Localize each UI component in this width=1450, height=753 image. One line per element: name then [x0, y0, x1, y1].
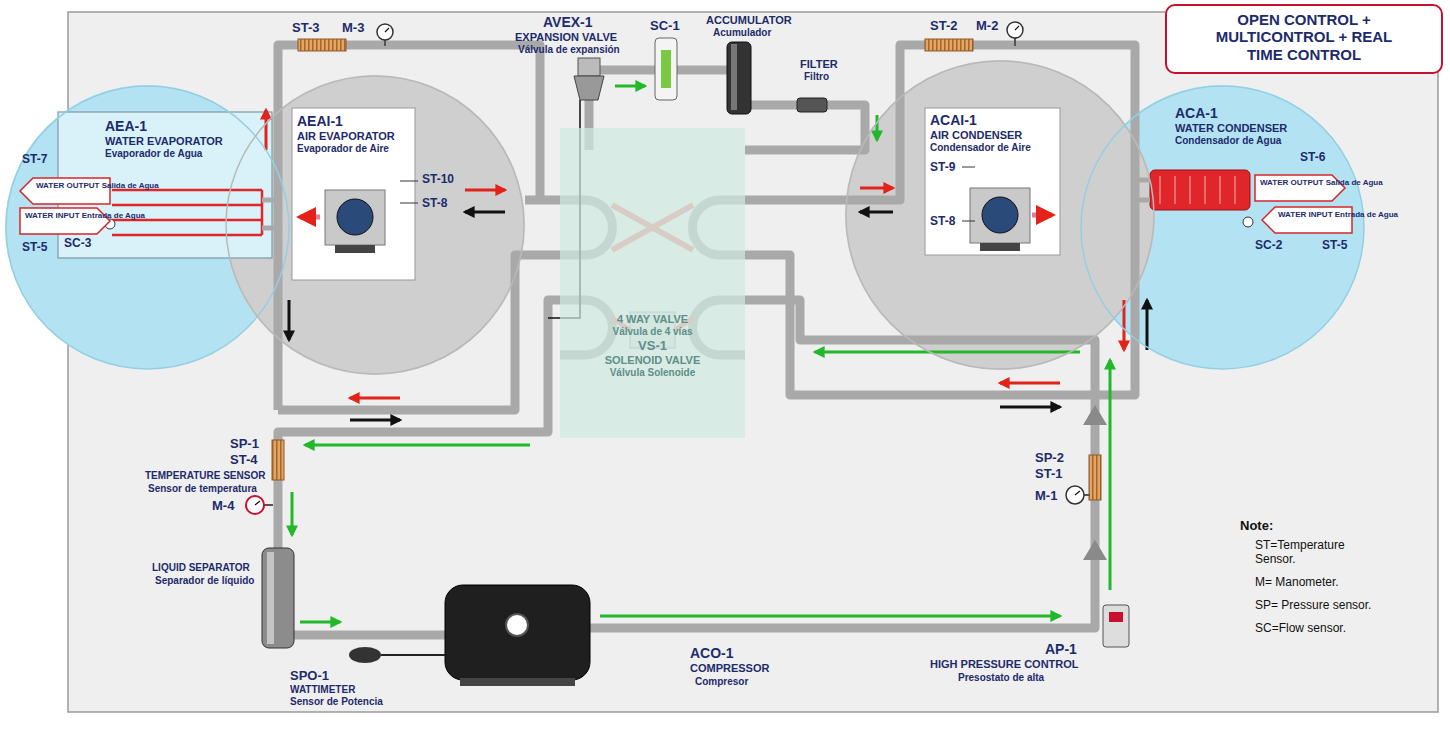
- text-block: WATER OUTPUT Salida de Agua: [1260, 178, 1328, 187]
- callout-code: ST-2: [930, 18, 957, 34]
- node-title: OPEN CONTROL + MULTICONTROL + REAL TIME …: [1167, 11, 1441, 63]
- node-title: AEA-1: [105, 118, 223, 135]
- callout-code: SPO-1: [290, 668, 329, 684]
- node-subtitle: WATER CONDENSER: [1175, 122, 1287, 135]
- node-title: ACAI-1: [930, 112, 1031, 129]
- callout-code: ST-3: [292, 20, 319, 36]
- component-name: Presostato de alta: [958, 672, 1044, 684]
- component-name: Sensor de temperatura: [148, 483, 257, 495]
- callout-code: ST-6: [1300, 150, 1325, 164]
- callout-code: ST-1: [1035, 466, 1062, 482]
- note-text: SC=Flow sensor.: [1255, 621, 1346, 635]
- water-flow-arrow: WATER OUTPUT Salida de Agua: [20, 178, 110, 204]
- callout-code: ST-5: [1322, 238, 1347, 252]
- control-mode-box: OPEN CONTROL + MULTICONTROL + REAL TIME …: [1165, 4, 1443, 74]
- refrigerant-pipe: [745, 196, 845, 205]
- text-block: OPEN CONTROL + MULTICONTROL + REAL TIME …: [1167, 11, 1441, 63]
- text-block: ACA-1WATER CONDENSERCondensador de Agua: [1175, 105, 1287, 147]
- node-subtitle: Condensador de Aire: [930, 142, 1031, 154]
- refrigerant-pipe: [525, 196, 560, 205]
- callout-code: M-3: [342, 20, 364, 36]
- zone-outline: [845, 60, 1155, 370]
- water-flow-arrow: WATER OUTPUT Salida de Agua: [1255, 175, 1345, 201]
- node-subtitle: Evaporador de Agua: [105, 148, 223, 160]
- note-text: SP= Pressure sensor.: [1255, 598, 1371, 612]
- component-name: Válvula de expansión: [518, 44, 620, 56]
- callout-code: SC-2: [1255, 238, 1282, 252]
- callout-code: SP-2: [1035, 450, 1064, 466]
- callout-code: ACO-1: [690, 645, 734, 662]
- text-block: AEA-1WATER EVAPORATOREvaporador de Agua: [105, 118, 223, 160]
- callout-code: ST-4: [230, 452, 257, 468]
- node-title: WATER OUTPUT Salida de Agua: [36, 181, 104, 190]
- flow-arrows: [266, 86, 1147, 622]
- refrigerant-pipes: [262, 45, 1150, 635]
- node-title: WATER INPUT Entrada de Agua: [25, 211, 93, 220]
- node-subtitle: Válvula de 4 vías: [560, 326, 745, 338]
- air-evaporator-zone: AEAI-1AIR EVAPORATOREvaporador de Aire: [225, 75, 525, 375]
- note-text: ST=Temperature Sensor.: [1255, 538, 1370, 567]
- node-title: AEAI-1: [297, 113, 395, 130]
- component-name: Filtro: [804, 71, 829, 83]
- callout-code: SC-1: [650, 18, 680, 34]
- callout-code: SC-3: [64, 236, 91, 250]
- water-evaporator-zone: AEA-1WATER EVAPORATOREvaporador de AguaW…: [5, 85, 290, 370]
- note-text: Note:: [1240, 518, 1273, 534]
- callout-code: ST-9: [930, 160, 955, 174]
- callout-code: ST-8: [930, 214, 955, 228]
- node-title: WATER INPUT Entrada de Agua: [1278, 210, 1346, 219]
- component-name: HIGH PRESSURE CONTROL: [930, 658, 1079, 671]
- text-block: ACAI-1AIR CONDENSERCondensador de Aire: [930, 112, 1031, 154]
- node-title: 4 WAY VALVE: [560, 313, 745, 326]
- zone-outline: [225, 75, 525, 375]
- node-subtitle: Válvula Solenoide: [560, 367, 745, 379]
- node-title: WATER OUTPUT Salida de Agua: [1260, 178, 1328, 187]
- callout-code: M-2: [976, 18, 998, 34]
- panel-frame: [68, 12, 1438, 712]
- component-name: FILTER: [800, 58, 838, 71]
- node-subtitle: AIR CONDENSER: [930, 129, 1031, 142]
- callout-code: M-1: [1035, 488, 1057, 504]
- component-name: LIQUID SEPARATOR: [152, 562, 250, 574]
- callout-code: ST-8: [422, 196, 447, 210]
- callout-code: M-4: [212, 498, 234, 514]
- text-block: WATER INPUT Entrada de Agua: [1278, 210, 1346, 219]
- component-name: Acumulador: [713, 27, 771, 39]
- component-name: Sensor de Potencia: [290, 696, 383, 708]
- water-flow-arrow: WATER INPUT Entrada de Agua: [1262, 207, 1352, 233]
- component-name: Separador de líquido: [155, 575, 254, 587]
- air-condenser-zone: ACAI-1AIR CONDENSERCondensador de Aire: [845, 60, 1155, 370]
- water-condenser-zone: ACA-1WATER CONDENSERCondensador de AguaW…: [1080, 85, 1365, 370]
- callout-code: ST-10: [422, 172, 454, 186]
- node-subtitle: AIR EVAPORATOR: [297, 130, 395, 143]
- callout-code: SP-1: [230, 436, 259, 452]
- node-subtitle: SOLENOID VALVE: [560, 354, 745, 367]
- callout-code: AVEX-1: [543, 14, 593, 31]
- component-name: ACCUMULATOR: [706, 14, 792, 27]
- note-text: M= Manometer.: [1255, 575, 1339, 589]
- callout-code: ST-5: [22, 240, 47, 254]
- component-name: Compresor: [695, 676, 748, 688]
- text-block: WATER OUTPUT Salida de Agua: [36, 181, 104, 190]
- text-block: 4 WAY VALVEVálvula de 4 víasVS-1SOLENOID…: [560, 313, 745, 379]
- component-name: EXPANSION VALVE: [515, 31, 617, 44]
- callout-code: AP-1: [1045, 641, 1077, 658]
- component-name: TEMPERATURE SENSOR: [145, 470, 265, 482]
- four-way-valve-band: 4 WAY VALVEVálvula de 4 víasVS-1SOLENOID…: [560, 128, 745, 438]
- component-name: COMPRESSOR: [690, 662, 769, 675]
- callout-code: ST-7: [22, 152, 47, 166]
- components: [246, 22, 1129, 686]
- node-title: ACA-1: [1175, 105, 1287, 122]
- node-subtitle: VS-1: [560, 338, 745, 354]
- node-subtitle: WATER EVAPORATOR: [105, 135, 223, 148]
- text-block: AEAI-1AIR EVAPORATOREvaporador de Aire: [297, 113, 395, 155]
- water-flow-arrow: WATER INPUT Entrada de Agua: [20, 208, 110, 234]
- text-block: WATER INPUT Entrada de Agua: [25, 211, 93, 220]
- node-subtitle: Evaporador de Aire: [297, 143, 395, 155]
- component-name: WATTIMETER: [290, 684, 355, 696]
- node-subtitle: Condensador de Agua: [1175, 135, 1287, 147]
